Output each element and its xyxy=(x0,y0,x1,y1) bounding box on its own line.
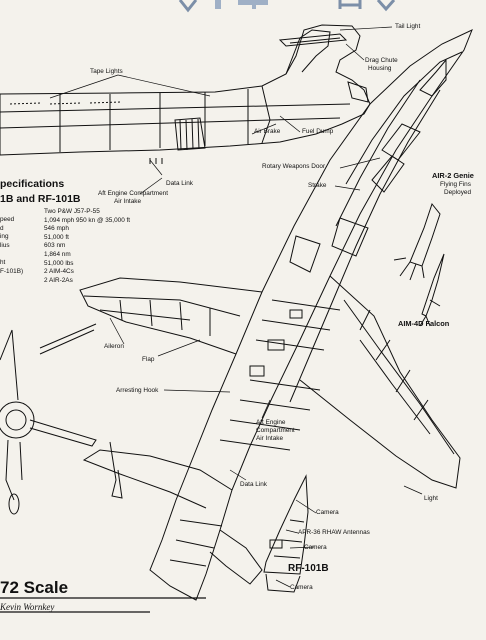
callout-light: Light xyxy=(424,495,438,502)
callout-aft-engine-top-1: Aft Engine Compartment xyxy=(98,190,168,197)
rf101b-nose xyxy=(263,474,309,593)
callout-drag-chute-2: Housing xyxy=(368,65,392,72)
spec-label: peed xyxy=(0,216,15,223)
banner-title xyxy=(178,0,396,13)
spec-value: Two P&W J57-P-55 xyxy=(44,208,100,215)
callout-aft-engine-bottom-2: Compartment xyxy=(256,427,295,434)
spec-label: d xyxy=(0,224,4,232)
specs-heading-2: 1B and RF-101B xyxy=(0,193,81,205)
callout-fuel-dump: Fuel Dump xyxy=(302,128,334,135)
spec-value: 546 mph xyxy=(44,225,69,233)
side-view xyxy=(0,24,371,164)
callout-tail-light: Tail Light xyxy=(395,23,421,30)
callout-camera-1: Camera xyxy=(316,509,339,516)
spec-label xyxy=(0,250,23,259)
scale-label: 72 Scale xyxy=(0,578,69,597)
aim-4d-falcon xyxy=(419,253,445,327)
callout-air-2-deployed: Deployed xyxy=(444,189,472,196)
callout-aileron: Aileron xyxy=(104,343,124,350)
callout-apr-36: APR-36 RHAW Antennas xyxy=(298,529,370,536)
callout-camera-2: Camera xyxy=(304,544,327,551)
callout-camera-3: Camera xyxy=(290,584,313,591)
callout-rotary-weapons-door: Rotary Weapons Door xyxy=(262,163,326,170)
callout-air-2-flying-fins: Flying Fins xyxy=(440,181,471,188)
callout-air-2-genie: AIR-2 Genie xyxy=(432,171,474,180)
spec-value: 51,000 lbs xyxy=(44,259,74,267)
callout-data-link-top: Data Link xyxy=(166,180,193,187)
callout-tape-lights: Tape Lights xyxy=(90,68,123,75)
spec-value: 1,864 nm xyxy=(44,250,71,258)
leader-lines xyxy=(49,26,423,588)
spec-value: 603 nm xyxy=(44,242,66,250)
callout-arresting-hook: Arresting Hook xyxy=(116,387,159,394)
artist-credit: Kevin Wornkey xyxy=(0,602,55,612)
callout-aim-4d-falcon: AIM-4D Falcon xyxy=(398,319,450,328)
spec-label: ht xyxy=(0,258,6,266)
specs-heading-1: pecifications xyxy=(0,178,65,190)
spec-label: ing xyxy=(0,233,9,241)
spec-label: F-101B) xyxy=(0,267,24,275)
plan-view xyxy=(79,29,473,601)
specs-labels: peed d ing lius ht F-101B) xyxy=(0,216,23,276)
air-2-genie xyxy=(393,202,441,281)
callout-aft-engine-bottom-1: Aft Engine xyxy=(256,419,286,426)
callout-drag-chute-1: Drag Chute xyxy=(365,57,398,64)
spec-value: 2 AIR-2As xyxy=(44,276,73,284)
spec-value: 1,094 mph 950 kn @ 35,000 ft xyxy=(44,216,131,224)
callout-aft-engine-top-2: Air Intake xyxy=(114,198,141,205)
front-view xyxy=(0,323,123,515)
callout-strake: Strake xyxy=(308,182,327,189)
callout-air-brake: Air Brake xyxy=(254,128,281,135)
spec-value: 51,000 ft xyxy=(44,233,69,241)
specs-values: Two P&W J57-P-55 1,094 mph 950 kn @ 35,0… xyxy=(44,208,130,285)
rf101b-label: RF-101B xyxy=(288,563,329,574)
callout-aft-engine-bottom-3: Air Intake xyxy=(256,435,283,442)
scale-bar xyxy=(0,597,206,613)
callout-data-link-bottom: Data Link xyxy=(240,481,267,488)
spec-value: 2 AIM-4Cs xyxy=(44,268,74,276)
callout-flap: Flap xyxy=(142,356,155,363)
spec-label: lius xyxy=(0,241,10,249)
